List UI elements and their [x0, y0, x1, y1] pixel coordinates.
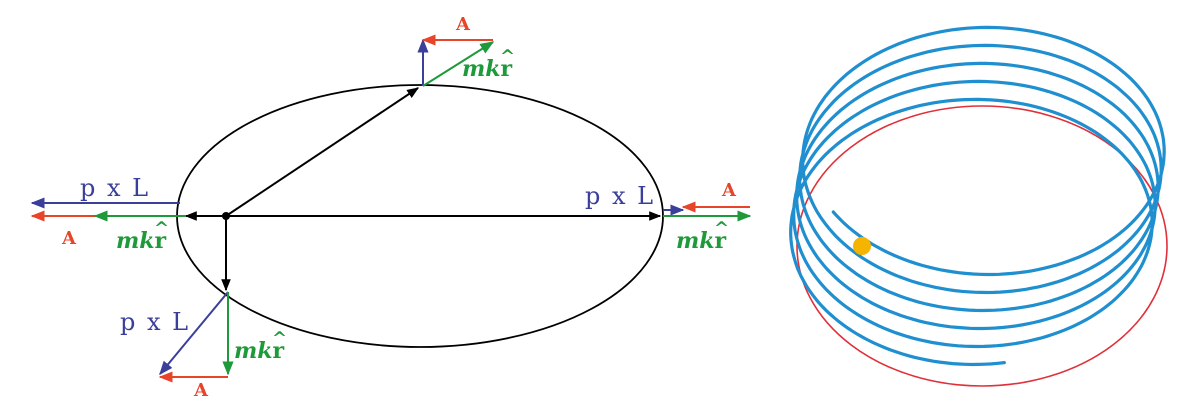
bottom-a-label: A: [193, 380, 209, 401]
right-mkr-label: mkr: [676, 228, 727, 254]
left-pxl-label: p x L: [80, 174, 150, 202]
left-mkr-label: mkr: [116, 228, 167, 254]
sun-icon: [853, 237, 871, 255]
top-mkr-vector: [422, 41, 495, 87]
bottom-pxl-label: p x L: [120, 308, 190, 336]
bottom-mkr-label: mkr: [234, 338, 285, 364]
top-a-label: A: [455, 14, 471, 35]
left-a-label: A: [61, 228, 77, 249]
focus-point: [222, 212, 230, 220]
precessing-orbit: [789, 25, 1166, 367]
ellipse-diagram: A mkr ^ p x L A mkr ^ p x L A mkr ^ p x …: [30, 14, 752, 401]
precession-diagram: [789, 25, 1168, 387]
right-pxl-label: p x L: [585, 182, 655, 210]
right-rhat-hat: ^: [714, 218, 729, 239]
top-mkr-label: mkr: [462, 56, 513, 82]
bottom-rhat-hat: ^: [272, 328, 287, 349]
bottom-pxl-vector: [159, 291, 229, 376]
radius-vector-top: [225, 87, 419, 217]
top-rhat-hat: ^: [500, 46, 515, 67]
reference-orbit: [796, 105, 1168, 387]
right-a-label: A: [721, 180, 737, 201]
left-rhat-hat: ^: [154, 218, 169, 239]
precessing-orbit-path: [789, 25, 1166, 367]
